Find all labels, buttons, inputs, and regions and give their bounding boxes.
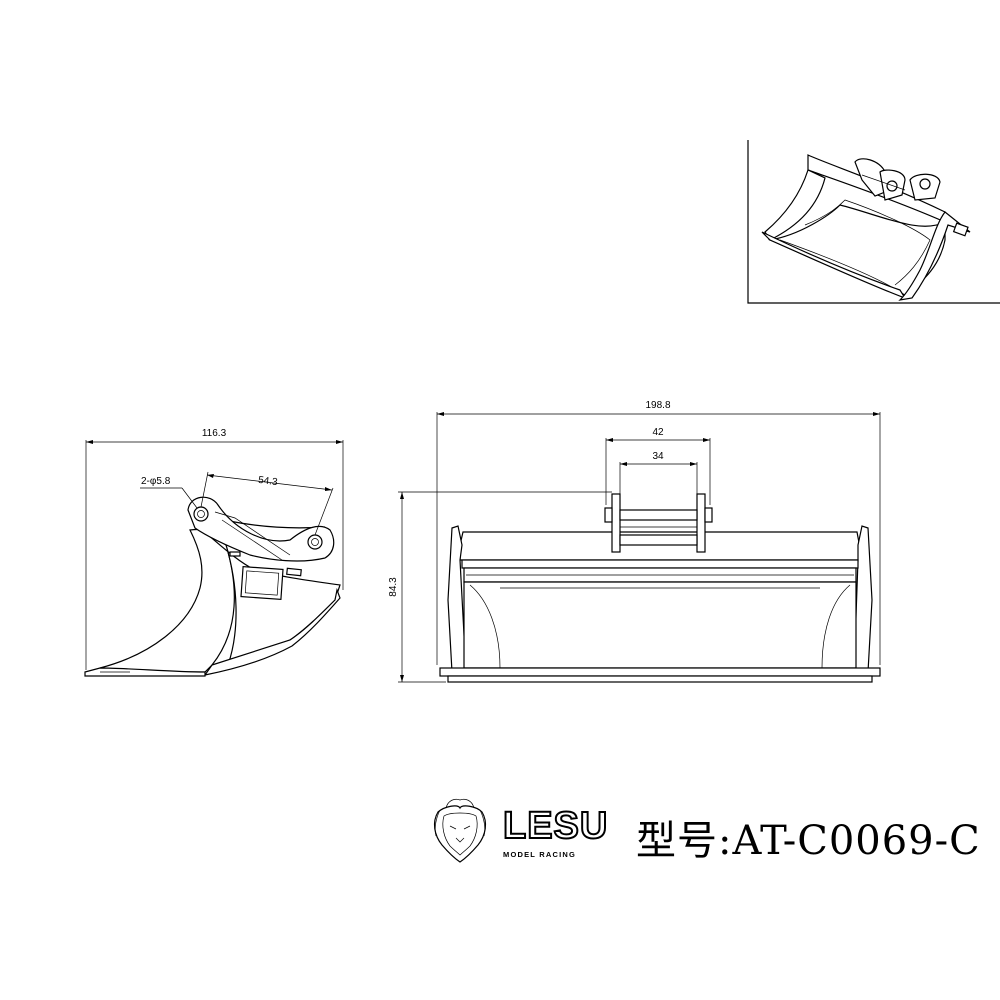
side-view: 116.3 54.3 2-φ5.8	[84, 428, 344, 677]
preview-frame	[747, 140, 1000, 304]
front-mount-plate-left	[611, 493, 621, 553]
pin-holes-label: 2-φ5.8	[141, 476, 171, 487]
lion-emblem-icon	[433, 798, 487, 863]
pin-spacing-label: 54.3	[257, 475, 278, 488]
mount-outer-dimension: 42	[605, 427, 711, 505]
brand-tagline: MODEL RACING	[503, 850, 577, 859]
front-width-dimension: 198.8	[436, 400, 881, 665]
pin-holes-callout: 2-φ5.8	[140, 476, 198, 509]
mount-outer-label: 42	[652, 427, 664, 438]
height-dimension: 84.3	[388, 491, 612, 683]
pin-hole-left	[193, 506, 209, 522]
side-width-dimension: 116.3	[85, 428, 344, 670]
front-view: 198.8 42 34 84.3	[388, 400, 881, 683]
mount-inner-dimension: 34	[619, 451, 698, 495]
side-width-label: 116.3	[202, 428, 227, 439]
brand-name: LESU	[502, 805, 609, 847]
model-label: 型号:AT-C0069-C	[636, 818, 981, 864]
front-bucket-outline	[439, 493, 881, 683]
isometric-preview	[747, 140, 1000, 304]
pin-hole-right	[307, 534, 323, 550]
side-bucket-outline	[84, 496, 341, 677]
height-label: 84.3	[388, 577, 399, 597]
front-mount-plate-right	[696, 493, 706, 553]
pin-spacing-dimension: 54.3	[200, 471, 334, 536]
preview-bucket	[761, 154, 971, 301]
front-width-label: 198.8	[645, 400, 670, 411]
mount-inner-label: 34	[652, 451, 664, 462]
